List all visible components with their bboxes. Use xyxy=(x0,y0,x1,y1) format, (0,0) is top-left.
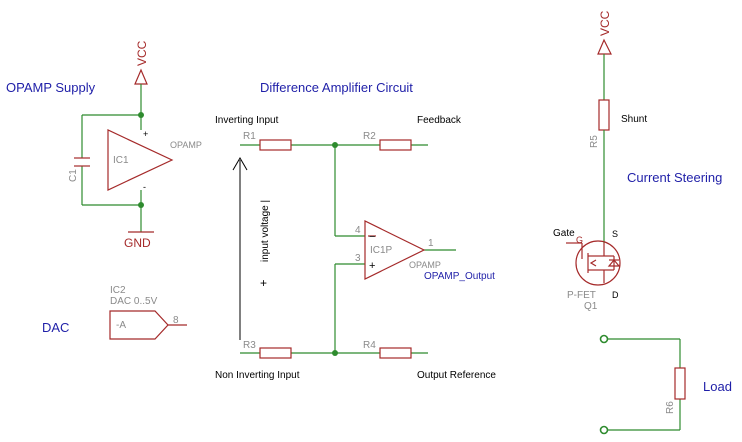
junction-bottom xyxy=(332,350,338,356)
ic1-value: OPAMP xyxy=(170,140,202,150)
load-section: Load R6 xyxy=(599,334,732,435)
vcc-symbol-left: VCC xyxy=(134,40,149,115)
net-label-gate: Gate xyxy=(553,228,575,239)
r3-label: R3 xyxy=(243,340,256,351)
q1-pin-g: G xyxy=(576,235,583,245)
ic1-pin-plus: + xyxy=(143,129,148,139)
section-title-opamp-supply: OPAMP Supply xyxy=(6,80,96,95)
input-voltage-plus: + xyxy=(260,276,267,290)
ic1p-pin-3: 3 xyxy=(355,253,361,264)
section-title-load: Load xyxy=(703,379,732,394)
load-terminal-top xyxy=(599,334,609,344)
vcc-symbol-right: VCC xyxy=(597,10,612,55)
q1-pin-d: D xyxy=(612,290,619,300)
r5-label: R5 xyxy=(589,135,600,148)
load-terminal-bottom xyxy=(599,425,609,435)
gnd-label: GND xyxy=(124,236,151,250)
net-label-non-inverting-input: Non Inverting Input xyxy=(215,370,300,381)
net-label-opamp-output: OPAMP_Output xyxy=(424,271,495,282)
r2-label: R2 xyxy=(363,131,376,142)
ic1-label: IC1 xyxy=(113,155,129,166)
opamp-ic1: IC1 OPAMP + - xyxy=(107,129,202,192)
net-label-shunt: Shunt xyxy=(621,114,647,125)
opamp-ic1p: − + IC1P OPAMP 4 3 1 xyxy=(355,220,441,280)
vcc-label-right: VCC xyxy=(598,10,612,36)
ic1p-sym-minus: − xyxy=(369,231,375,243)
dac-ic2-body xyxy=(109,310,169,340)
opamp-supply-section: OPAMP Supply VCC C1 IC1 OPAMP + - xyxy=(6,40,202,250)
ic1p-label: IC1P xyxy=(370,245,393,256)
capacitor-c1: C1 xyxy=(68,157,90,182)
vcc-label-left: VCC xyxy=(135,40,149,66)
net-label-feedback: Feedback xyxy=(417,115,462,126)
ic1p-value: OPAMP xyxy=(409,260,441,270)
section-title-difference-amplifier: Difference Amplifier Circuit xyxy=(260,80,413,95)
input-voltage-label: input voltage | xyxy=(260,200,271,262)
ic1p-pin-1: 1 xyxy=(428,238,434,249)
r6-label: R6 xyxy=(665,401,676,414)
difference-amplifier-section: Difference Amplifier Circuit Inverting I… xyxy=(215,80,496,381)
resistor-r2: R2 xyxy=(363,131,412,151)
net-label-inverting-input: Inverting Input xyxy=(215,115,279,126)
q1-value: P-FET xyxy=(567,290,596,301)
dac-section: DAC IC2 DAC 0..5V -A 8 xyxy=(42,285,187,340)
ic1p-sym-plus: + xyxy=(369,260,375,272)
junction-vcc xyxy=(138,112,144,118)
r1-label: R1 xyxy=(243,131,256,142)
ic2-label: IC2 xyxy=(110,285,126,296)
resistor-r5: R5 xyxy=(589,99,610,148)
resistor-r3: R3 xyxy=(243,340,292,359)
q1-pin-s: S xyxy=(612,229,618,239)
current-steering-section: Current Steering VCC R5 Shunt xyxy=(553,10,722,312)
ic1p-pin-4: 4 xyxy=(355,225,361,236)
ic2-pin-label: -A xyxy=(116,320,126,331)
section-title-current-steering: Current Steering xyxy=(627,170,722,185)
c1-label: C1 xyxy=(68,169,79,182)
r4-label: R4 xyxy=(363,340,376,351)
section-title-dac: DAC xyxy=(42,320,69,335)
ic2-value: DAC 0..5V xyxy=(110,296,158,307)
resistor-r1: R1 xyxy=(243,131,292,151)
input-voltage-arrow: input voltage | + xyxy=(232,157,271,340)
ic2-pin-num: 8 xyxy=(173,315,179,326)
ic1-pin-minus: - xyxy=(143,182,146,192)
resistor-r4: R4 xyxy=(363,340,412,359)
junction-gnd xyxy=(138,202,144,208)
q1-label: Q1 xyxy=(584,301,598,312)
resistor-r6: R6 xyxy=(665,367,686,414)
junction-top xyxy=(332,142,338,148)
pfet-q1: G S D P-FET Q1 xyxy=(566,229,621,312)
gnd-symbol: GND xyxy=(124,231,154,250)
net-label-output-reference: Output Reference xyxy=(417,370,496,381)
